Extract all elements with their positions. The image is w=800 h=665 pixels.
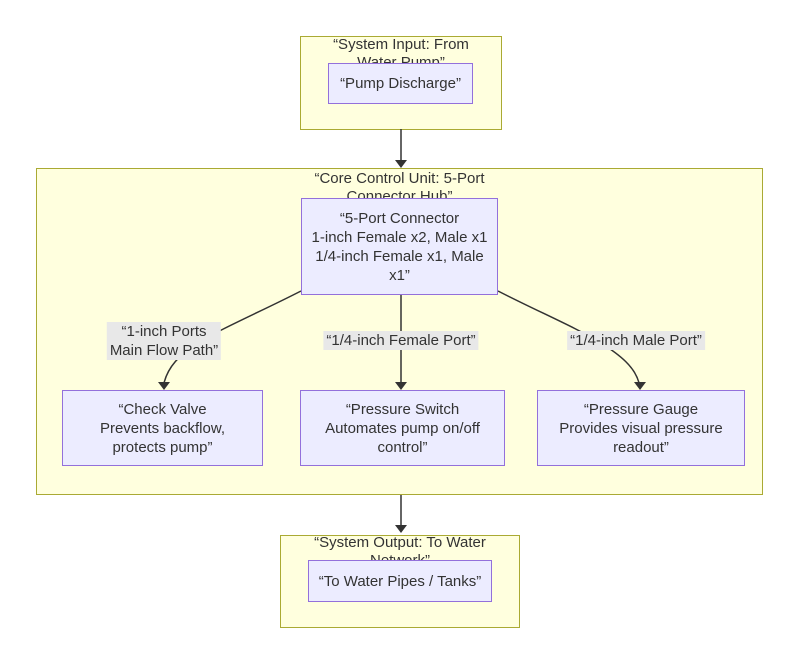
node-label-line: “Pressure Gauge [583, 400, 699, 418]
node-label-line: “Pressure Switch [345, 400, 460, 418]
node-label-line: 1-inch Female x2, Male x1 [311, 228, 488, 246]
node-pressure-switch: “Pressure Switch Automates pump on/off c… [300, 390, 505, 466]
edge-label-quarter-inch-male-port: “1/4-inch Male Port” [567, 331, 705, 350]
node-label-line: protects pump” [112, 438, 213, 456]
arrowhead-core-to-output [395, 525, 407, 533]
node-label-line: “Pump Discharge” [340, 75, 461, 92]
node-to-water-pipes-tanks: “To Water Pipes / Tanks” [308, 560, 492, 602]
node-label-line: Prevents backflow, [99, 419, 226, 437]
node-pump-discharge: “Pump Discharge” [328, 63, 473, 104]
node-label-line: Automates pump on/off [325, 419, 480, 437]
edge-label-line: “1-inch Ports [121, 323, 207, 340]
node-label-line: “5-Port Connector [339, 209, 460, 227]
edge-label-line: Main Flow Path” [109, 342, 219, 359]
node-pressure-gauge: “Pressure Gauge Provides visual pressure… [537, 390, 745, 466]
arrowhead-fiveport-to-pressuregauge [634, 382, 646, 390]
cluster-title-line: “System Output: To Water [314, 534, 486, 551]
arrowhead-input-to-core [395, 160, 407, 168]
edge-label-one-inch-ports: “1-inch Ports Main Flow Path” [106, 322, 222, 360]
node-label-line: “To Water Pipes / Tanks” [318, 572, 482, 590]
node-check-valve: “Check Valve Prevents backflow, protects… [62, 390, 263, 466]
cluster-title-line: “System Input: From [333, 36, 469, 53]
node-label-line: control” [377, 438, 428, 456]
node-label-line: x1” [389, 266, 410, 284]
node-label-line: “Check Valve [118, 400, 207, 418]
node-five-port-connector: “5-Port Connector 1-inch Female x2, Male… [301, 198, 498, 295]
arrowhead-fiveport-to-pressureswitch [395, 382, 407, 390]
arrowhead-fiveport-to-checkvalve [158, 382, 170, 390]
node-label-line: readout” [613, 438, 669, 456]
edge-label-quarter-inch-female-port: “1/4-inch Female Port” [323, 331, 479, 350]
edge-label-line: “1/4-inch Male Port” [570, 332, 702, 349]
cluster-title-line: “Core Control Unit: 5-Port [314, 170, 485, 187]
edge-label-line: “1/4-inch Female Port” [326, 332, 476, 349]
node-label-line: Provides visual pressure [559, 419, 723, 437]
node-label-line: 1/4-inch Female x1, Male [315, 247, 484, 265]
